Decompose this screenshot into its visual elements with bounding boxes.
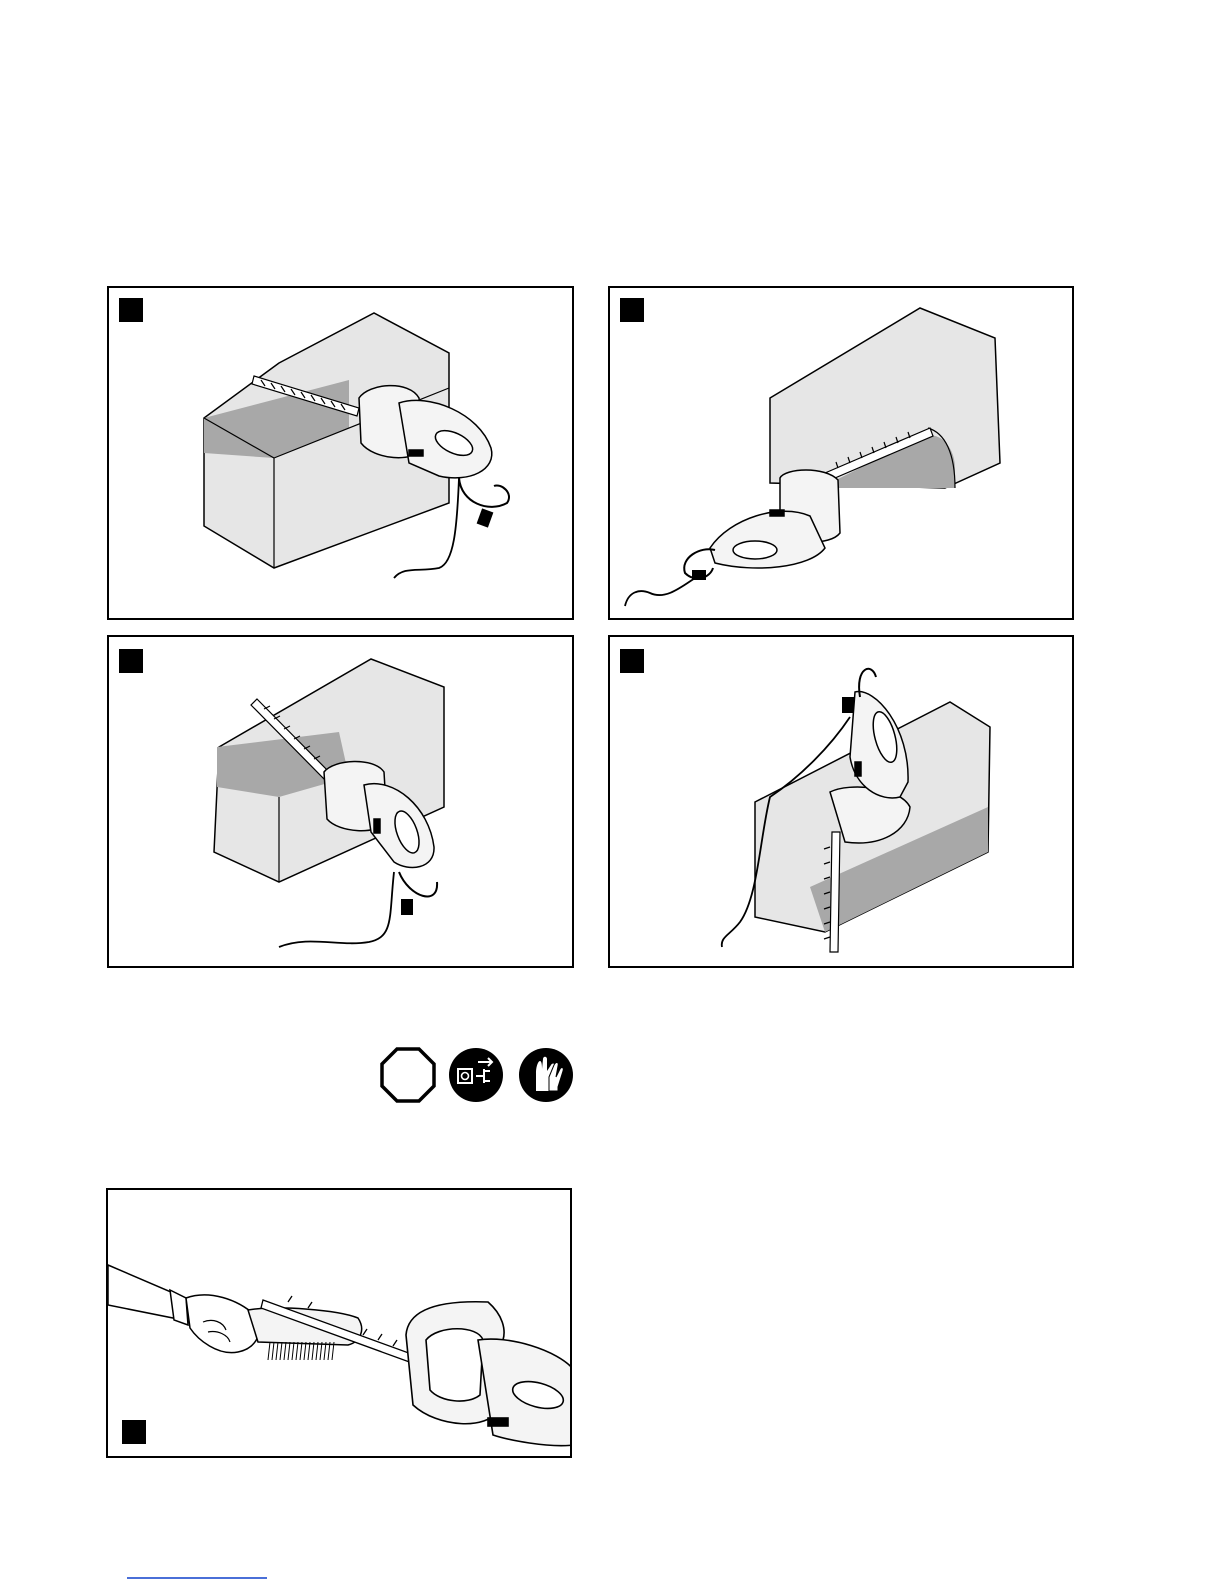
figure-panel-2 bbox=[608, 286, 1074, 620]
hedge-trimmer-illustration bbox=[109, 637, 574, 968]
cleaning-brush-illustration bbox=[108, 1190, 572, 1458]
figure-panel-5 bbox=[106, 1188, 572, 1458]
figure-panel-3 bbox=[107, 635, 574, 968]
figure-panel-4 bbox=[608, 635, 1074, 968]
hedge-trimmer-illustration bbox=[610, 288, 1074, 620]
unplug-icon bbox=[448, 1047, 504, 1103]
stop-octagon-icon bbox=[380, 1047, 436, 1103]
figure-panel-1 bbox=[107, 286, 574, 620]
footer-rule bbox=[127, 1577, 267, 1579]
hedge-trimmer-illustration bbox=[109, 288, 574, 620]
hedge-trimmer-illustration bbox=[610, 637, 1074, 968]
gloves-icon bbox=[518, 1047, 574, 1103]
